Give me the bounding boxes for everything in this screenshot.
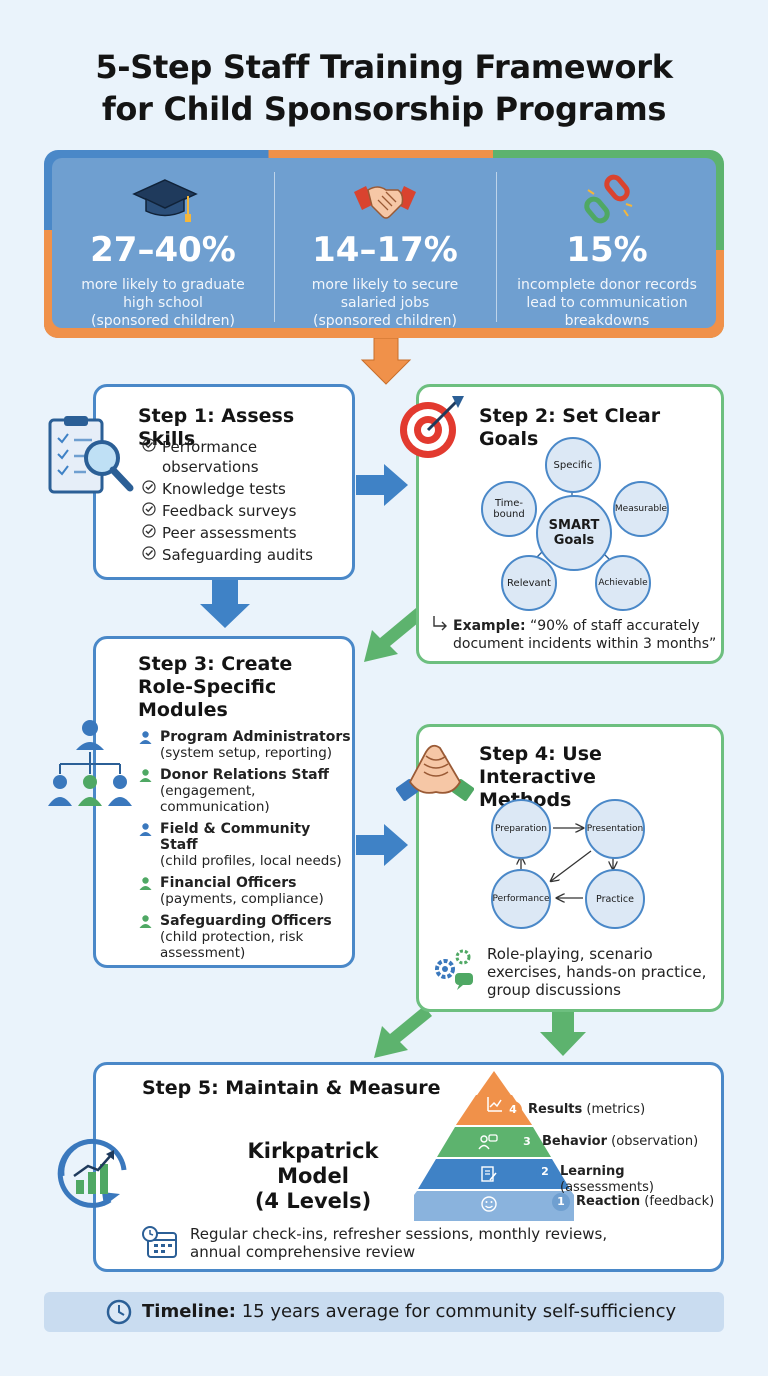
smart-node-achievable: Achievable (595, 555, 651, 611)
person-icon (139, 915, 152, 928)
person-icon (139, 769, 152, 782)
timeline-text: Timeline: 15 years average for community… (142, 1301, 677, 1322)
cycle-node-performance: Performance (491, 869, 551, 929)
stat-desc-line: breakdowns (564, 313, 650, 329)
list-item: Feedback surveys (142, 501, 342, 521)
level-badge-1: 1 (552, 1193, 570, 1211)
stat-desc-line: lead to communication (526, 295, 688, 311)
level-badge-3: 3 (518, 1133, 536, 1151)
title-line-1: 5-Step Staff Training Framework (95, 48, 673, 86)
list-item: Knowledge tests (142, 479, 342, 499)
stats-banner: 27–40% more likely to graduate high scho… (44, 150, 724, 338)
check-icon (142, 524, 156, 538)
stat-graduation: 27–40% more likely to graduate high scho… (52, 158, 274, 329)
handshake-icon (354, 186, 416, 219)
step1-title: Step 1: Assess Skills (138, 405, 295, 450)
kirkpatrick-model-title: Kirkpatrick Model(4 Levels) (247, 1139, 379, 1213)
step3-roles: Program Administrators(system setup, rep… (138, 729, 352, 961)
cycle-growth-chart-icon (57, 1138, 127, 1208)
arrow-down-blue (200, 580, 250, 628)
gears-chat-icon (435, 949, 473, 990)
step4-card: Step 4: Use InteractiveMethods Preparati… (416, 724, 724, 1012)
level-3-label: Behavior (observation) (542, 1134, 699, 1149)
stat-desc-line: salaried jobs (340, 295, 430, 311)
stat-number: 14–17% (312, 230, 458, 270)
stat-desc-line: incomplete donor records (517, 277, 697, 293)
cycle-arrows (419, 727, 721, 1009)
check-icon (142, 502, 156, 516)
cycle-node-practice: Practice (585, 869, 645, 929)
title-line-2: for Child Sponsorship Programs (101, 90, 667, 128)
org-chart-icon (48, 720, 132, 806)
smart-node-specific: Specific (545, 437, 601, 493)
list-item: Safeguarding Officers(child protection, … (138, 913, 352, 961)
level-1-label: Reaction (feedback) (576, 1194, 715, 1209)
arrow-diag-green-2 (374, 1006, 432, 1058)
check-icon (142, 480, 156, 494)
page-title: 5-Step Staff Training Framework for Chil… (0, 46, 768, 130)
stat-desc-line: more likely to graduate (81, 277, 245, 293)
step2-example: Example: “90% of staff accurately docume… (453, 618, 717, 652)
document-pen-small-icon (481, 1166, 497, 1182)
return-arrow-icon (433, 616, 447, 631)
step5-card: Step 5: Maintain & Measure Kirkpatrick M… (93, 1062, 724, 1272)
level-4-label: Results (metrics) (528, 1102, 646, 1117)
clipboard-magnifier-icon (48, 416, 134, 494)
stat-desc-line: more likely to secure (311, 277, 459, 293)
joined-hands-icon (396, 744, 474, 801)
target-icon (400, 396, 464, 458)
cycle-node-presentation: Presentation (585, 799, 645, 859)
step1-list: Performance observations Knowledge tests… (142, 437, 342, 565)
clock-icon (106, 1299, 132, 1325)
arrow-right-1 (356, 464, 408, 506)
stat-donor-records: 15% incomplete donor records lead to com… (496, 158, 718, 329)
smart-node-relevant: Relevant (501, 555, 557, 611)
cycle-node-preparation: Preparation (491, 799, 551, 859)
list-item: Field & Community Staff(child profiles, … (138, 821, 352, 869)
stat-desc-line: (sponsored children) (313, 313, 457, 329)
step1-card: Step 1: Assess Skills Performance observ… (93, 384, 355, 580)
person-chat-small-icon (478, 1134, 498, 1150)
stat-number: 15% (566, 230, 648, 270)
smart-node-time-bound: Time-bound (481, 481, 537, 537)
check-icon (142, 546, 156, 560)
step5-title: Step 5: Maintain & Measure (142, 1077, 441, 1099)
chart-up-small-icon (487, 1097, 502, 1112)
smart-node-measurable: Measurable (613, 481, 669, 537)
arrow-diag-green-1 (364, 608, 424, 662)
stat-number: 27–40% (90, 230, 236, 270)
arrow-down-green (540, 1010, 586, 1056)
level-badge-4: 4 (504, 1101, 522, 1119)
list-item: Donor Relations Staff(engagement, commun… (138, 767, 352, 815)
check-icon (142, 438, 156, 452)
list-item: Performance observations (142, 437, 342, 477)
stat-jobs: 14–17% more likely to secure salaried jo… (274, 158, 496, 329)
timeline-bar: Timeline: 15 years average for community… (44, 1292, 724, 1332)
person-icon (139, 731, 152, 744)
step5-note: Regular check-ins, refresher sessions, m… (190, 1225, 608, 1261)
stat-desc-line: (sponsored children) (91, 313, 235, 329)
graduation-cap-icon (132, 179, 198, 222)
level-badge-2: 2 (536, 1163, 554, 1181)
arrow-down-orange (360, 338, 412, 385)
calendar-clock-icon (142, 1226, 177, 1258)
person-icon (139, 823, 152, 836)
stat-desc-line: high school (123, 295, 203, 311)
level-2-label: Learning (assessments) (560, 1164, 654, 1195)
arrow-right-2 (356, 824, 408, 866)
smiley-small-icon (481, 1196, 497, 1212)
list-item: Financial Officers(payments, compliance) (138, 875, 352, 907)
list-item: Program Administrators(system setup, rep… (138, 729, 352, 761)
broken-chain-icon (584, 174, 633, 224)
list-item: Safeguarding audits (142, 545, 342, 565)
list-item: Peer assessments (142, 523, 342, 543)
step2-title: Step 2: Set Clear Goals (479, 405, 661, 450)
person-icon (139, 877, 152, 890)
